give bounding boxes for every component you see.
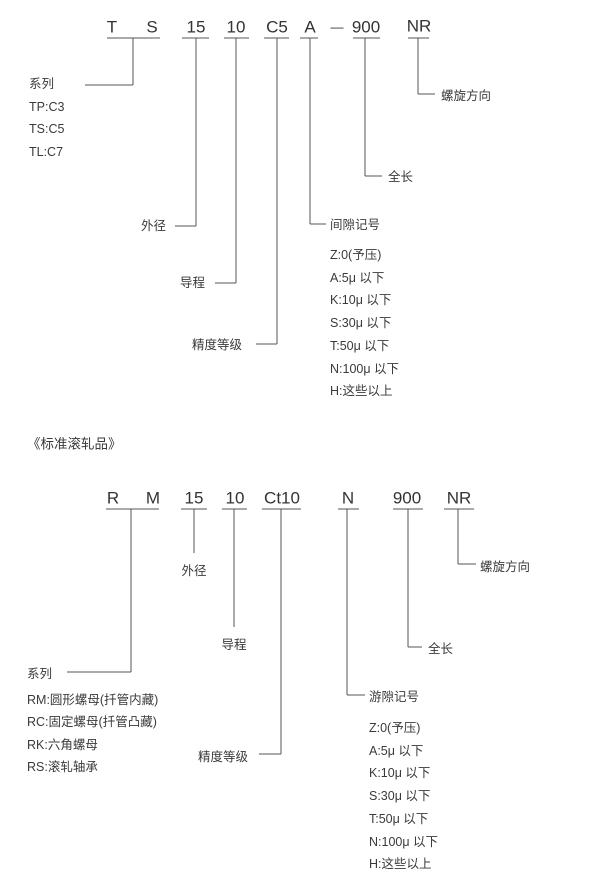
series-option: RM:圆形螺母(扦管内藏) (27, 692, 159, 707)
connector-lines (67, 37, 476, 755)
accuracy-grade-label: 精度等级 (198, 749, 249, 764)
thread-direction-label: 螺旋方向 (480, 559, 531, 574)
clearance-option: K:10μ 以下 (369, 765, 431, 780)
clearance-option: T:50μ 以下 (330, 338, 390, 353)
code-series-1: R (106, 488, 120, 508)
clearance-label: 游隙记号 (369, 689, 420, 704)
series-option: RC:固定螺母(扦管凸藏) (27, 714, 157, 729)
clearance-option: Z:0(予压) (330, 247, 382, 262)
code-series-2: S (146, 17, 158, 37)
code-accuracy: C5 (266, 17, 288, 37)
clearance-option: K:10μ 以下 (330, 292, 392, 307)
clearance-option: N:100μ 以下 (369, 834, 439, 849)
clearance-option: H:这些以上 (330, 383, 393, 398)
code-length: 900 (351, 17, 381, 37)
series-label: 系列 (27, 666, 53, 681)
lead-label: 导程 (180, 275, 206, 290)
series-option: TL:C7 (29, 144, 64, 159)
series-option: TP:C3 (29, 99, 65, 114)
code-length: 900 (392, 488, 422, 508)
clearance-option: S:30μ 以下 (369, 788, 431, 803)
code-dash: — (330, 19, 344, 35)
code-series-1: T (106, 17, 118, 37)
series-option: RS:滚轧轴承 (27, 759, 98, 774)
clearance-option: A:5μ 以下 (330, 270, 385, 285)
series-option: TS:C5 (29, 121, 65, 136)
clearance-option: Z:0(予压) (369, 720, 421, 735)
code-lead: 10 (226, 17, 246, 37)
code-direction: NR (446, 488, 472, 508)
section-title: 《标准滚轧品》 (27, 436, 122, 452)
total-length-label: 全长 (428, 641, 454, 656)
clearance-option: A:5μ 以下 (369, 743, 424, 758)
lead-label: 导程 (221, 637, 247, 652)
clearance-option: T:50μ 以下 (369, 811, 429, 826)
code-clearance: N (341, 488, 355, 508)
clearance-option: H:这些以上 (369, 856, 432, 871)
code-clearance: A (304, 17, 316, 37)
outer-diameter-label: 外径 (181, 563, 207, 578)
clearance-label: 间隙记号 (330, 217, 381, 232)
thread-direction-label: 螺旋方向 (441, 88, 492, 103)
code-lead: 10 (225, 488, 245, 508)
code-outer-diameter: 15 (186, 17, 206, 37)
code-outer-diameter: 15 (184, 488, 204, 508)
code-direction: NR (406, 16, 432, 36)
accuracy-grade-label: 精度等级 (192, 337, 243, 352)
code-series-2: M (145, 488, 161, 508)
series-label: 系列 (29, 76, 55, 91)
clearance-option: S:30μ 以下 (330, 315, 392, 330)
series-option: RK:六角螺母 (27, 737, 98, 752)
total-length-label: 全长 (388, 169, 414, 184)
code-accuracy: Ct10 (264, 488, 300, 508)
outer-diameter-label: 外径 (141, 218, 167, 233)
clearance-option: N:100μ 以下 (330, 361, 400, 376)
